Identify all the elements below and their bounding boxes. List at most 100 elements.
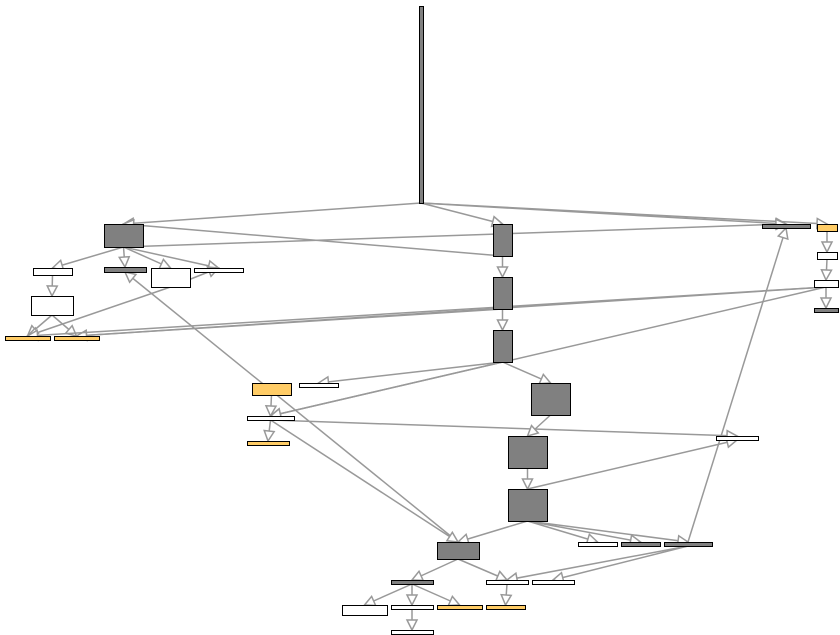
arrowhead-icon bbox=[496, 266, 509, 279]
nodes-layer bbox=[5, 6, 839, 635]
gray-node-r1[interactable] bbox=[762, 224, 811, 229]
edge-b1-a bbox=[121, 218, 503, 257]
edge-f3-r1 bbox=[687, 226, 789, 543]
white-node-a5[interactable] bbox=[31, 296, 74, 316]
edge-line bbox=[27, 286, 827, 337]
orange-node-h4[interactable] bbox=[486, 605, 526, 610]
arrowhead-icon bbox=[820, 268, 833, 282]
orange-node-c4[interactable] bbox=[247, 441, 290, 446]
gray-node-a2[interactable] bbox=[104, 267, 147, 273]
white-node-r3[interactable] bbox=[817, 252, 838, 260]
arrowhead-icon bbox=[496, 319, 509, 332]
arrowhead-icon bbox=[521, 478, 534, 491]
white-node-a3[interactable] bbox=[151, 268, 191, 288]
edge-line bbox=[506, 545, 689, 581]
gray-node-b2[interactable] bbox=[493, 277, 513, 310]
edge-line bbox=[420, 202, 503, 225]
edge-b1-b2 bbox=[496, 256, 509, 279]
edge-d3-g bbox=[456, 520, 528, 545]
edge-line bbox=[270, 419, 738, 437]
edge-r4-r5 bbox=[819, 287, 833, 310]
edge-line bbox=[687, 227, 787, 543]
orange-node-h3[interactable] bbox=[437, 605, 483, 610]
orange-node-o1[interactable] bbox=[5, 336, 51, 341]
edge-g1-h1 bbox=[362, 583, 413, 607]
edge-g-g2 bbox=[457, 558, 509, 582]
white-node-g3[interactable] bbox=[532, 580, 575, 585]
white-node-h2[interactable] bbox=[391, 605, 434, 610]
edge-line bbox=[527, 520, 689, 543]
edge-f3-g2 bbox=[505, 545, 689, 585]
orange-node-o2[interactable] bbox=[54, 336, 100, 341]
edge-line bbox=[123, 246, 219, 269]
gray-node-d2[interactable] bbox=[508, 436, 548, 469]
arrowhead-icon bbox=[445, 530, 460, 543]
white-node-r4[interactable] bbox=[814, 280, 839, 288]
white-node-h1[interactable] bbox=[342, 605, 388, 616]
white-node-a4[interactable] bbox=[194, 268, 244, 273]
gray-node-g[interactable] bbox=[437, 542, 480, 560]
edge-line bbox=[52, 246, 124, 269]
edges-layer bbox=[25, 202, 834, 632]
edge-g-a2 bbox=[123, 270, 459, 543]
arrowhead-icon bbox=[405, 594, 419, 607]
white-node-e1[interactable] bbox=[716, 436, 759, 441]
gray-node-r5[interactable] bbox=[814, 308, 839, 313]
arrowhead-icon bbox=[263, 429, 276, 443]
gray-node-f3[interactable] bbox=[664, 542, 713, 547]
edge-d3-f3 bbox=[527, 520, 690, 547]
arrowhead-icon bbox=[820, 241, 834, 254]
gray-node-d3[interactable] bbox=[508, 489, 548, 522]
edge-line bbox=[27, 286, 171, 337]
edge-c1-c3 bbox=[264, 394, 278, 418]
white-node-c2[interactable] bbox=[299, 383, 339, 388]
edge-line bbox=[318, 361, 503, 384]
edge-f3-g3 bbox=[551, 545, 689, 584]
orange-node-c1[interactable] bbox=[252, 383, 292, 396]
edge-line bbox=[552, 545, 689, 581]
gray-node-a[interactable] bbox=[104, 224, 144, 248]
gray-node-g1[interactable] bbox=[391, 580, 434, 585]
edge-a-r1 bbox=[123, 218, 788, 248]
arrowhead-icon bbox=[500, 593, 513, 607]
edge-line bbox=[124, 271, 459, 543]
gray-node-b3[interactable] bbox=[493, 330, 513, 363]
edge-root-a bbox=[121, 202, 422, 230]
edge-line bbox=[270, 286, 827, 417]
arrowhead-icon bbox=[405, 619, 419, 632]
edge-b2-o2 bbox=[74, 308, 503, 342]
gray-node-d1[interactable] bbox=[531, 383, 571, 416]
arrowhead-icon bbox=[117, 255, 131, 269]
arrowhead-icon bbox=[819, 297, 833, 310]
gray-node-b1[interactable] bbox=[493, 224, 513, 257]
edge-d3-e1 bbox=[527, 436, 739, 490]
gray-node-f2[interactable] bbox=[621, 542, 661, 547]
white-node-c3[interactable] bbox=[247, 416, 295, 421]
white-node-h5[interactable] bbox=[391, 630, 434, 635]
arrowhead-icon bbox=[362, 594, 377, 607]
edge-g1-h2 bbox=[405, 584, 419, 607]
arrowhead-icon bbox=[123, 270, 138, 284]
edge-a-a3 bbox=[123, 246, 173, 270]
gray-node-root[interactable] bbox=[419, 6, 424, 204]
edge-c3-c4 bbox=[263, 419, 276, 443]
arrowhead-icon bbox=[526, 424, 540, 438]
edge-g-g1 bbox=[410, 558, 459, 582]
edge-line bbox=[527, 439, 738, 490]
edge-line bbox=[123, 202, 422, 225]
arrowhead-icon bbox=[264, 404, 278, 418]
edge-d1-d2 bbox=[526, 414, 552, 438]
arrowhead-icon bbox=[538, 372, 553, 385]
edge-line bbox=[123, 223, 787, 248]
white-node-a1[interactable] bbox=[33, 268, 73, 276]
white-node-g2[interactable] bbox=[486, 580, 529, 585]
edge-line bbox=[270, 419, 459, 543]
white-node-f1[interactable] bbox=[578, 542, 618, 547]
edge-c3-g bbox=[270, 419, 460, 543]
orange-node-r2[interactable] bbox=[817, 224, 838, 232]
edge-a-a1 bbox=[50, 246, 124, 271]
edge-r2-r3 bbox=[820, 231, 834, 254]
edge-b3-d1 bbox=[502, 361, 553, 385]
edge-h2-h5 bbox=[405, 609, 419, 632]
edge-g1-h3 bbox=[411, 583, 462, 607]
